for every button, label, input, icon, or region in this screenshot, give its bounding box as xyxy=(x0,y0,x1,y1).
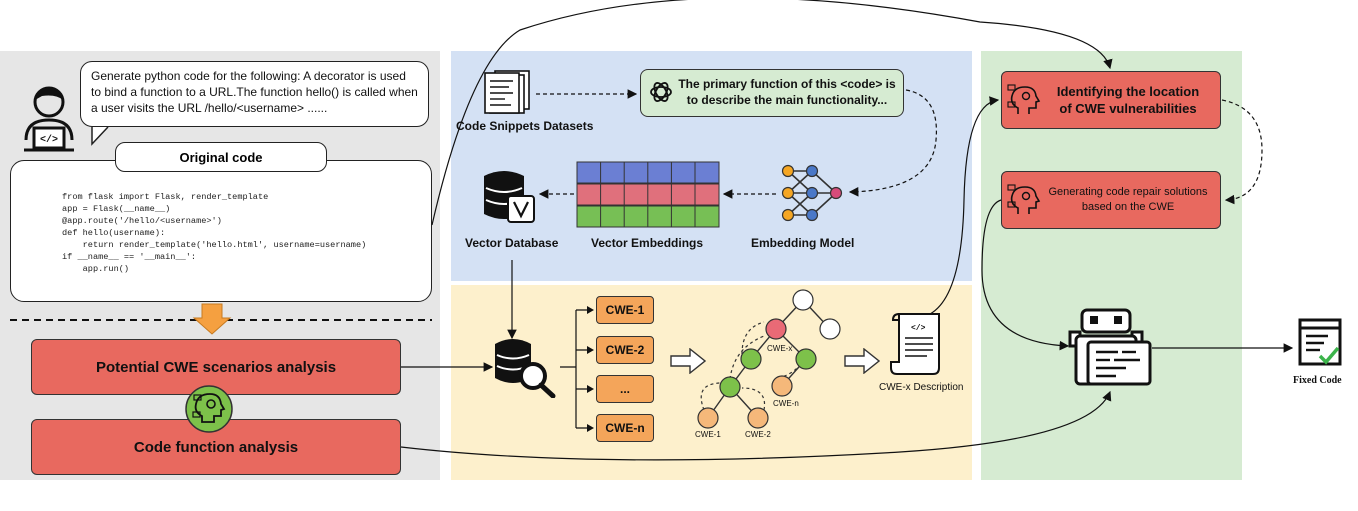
code-line: if __name__ == '__main__': xyxy=(62,252,197,262)
brain-gear-icon xyxy=(185,385,233,433)
summary-text: The primary function of this <code> is t… xyxy=(678,77,896,107)
code-snippets-icon xyxy=(484,70,530,114)
hollow-arrow-icon xyxy=(844,348,880,374)
identify-location-label: Identifying the location of CWE vulnerab… xyxy=(1056,84,1200,116)
code-line: @app.route('/hello/<username>') xyxy=(62,216,222,226)
brain-gear-icon xyxy=(1007,84,1041,114)
cwe-item-n: CWE-n xyxy=(596,414,654,442)
brain-gear-icon xyxy=(1007,184,1041,214)
code-line: return render_template('hello.html', use… xyxy=(62,240,367,250)
cwe-tree-graph xyxy=(697,289,841,429)
embeddings-label: Vector Embeddings xyxy=(591,236,704,250)
code-line: app.run() xyxy=(62,264,130,274)
cwe-item-ellipsis: ... xyxy=(596,375,654,403)
cwe-scenarios-label: Potential CWE scenarios analysis xyxy=(95,358,337,376)
vector-database-icon xyxy=(484,171,535,223)
code-line: def hello(username): xyxy=(62,228,166,238)
cwe-item-2: CWE-2 xyxy=(596,336,654,364)
tree-label-cwe-1: CWE-1 xyxy=(695,430,721,439)
svg-text:</>: </> xyxy=(911,324,926,333)
summary-box xyxy=(640,69,904,117)
prompt-bubble: Generate python code for the following: … xyxy=(80,61,429,127)
tree-label-cwe-n: CWE-n xyxy=(773,399,799,408)
cwe-scenarios-box: Potential CWE scenarios analysis xyxy=(31,339,401,395)
embeddings-grid xyxy=(576,161,720,228)
datasets-label: Code Snippets Datasets xyxy=(456,119,594,133)
developer-icon: </> xyxy=(24,86,74,152)
fixed-code-label: Fixed Code xyxy=(1293,375,1342,386)
cwe-item-label: CWE-n xyxy=(605,421,645,435)
cwe-item-label: ... xyxy=(619,382,630,396)
model-label: Embedding Model xyxy=(751,236,855,250)
tree-label-cwe-x: CWE-x xyxy=(767,344,793,353)
svg-text:</>: </> xyxy=(40,134,58,146)
cwe-description-label: CWE-x Description xyxy=(879,382,964,393)
openai-icon xyxy=(650,82,672,102)
code-function-label: Code function analysis xyxy=(133,438,299,456)
down-arrow-icon xyxy=(192,303,232,335)
hollow-arrow-icon xyxy=(670,348,706,374)
original-code-tab: Original code xyxy=(115,142,327,172)
fixed-code-icon xyxy=(1298,318,1342,366)
cwe-item-label: CWE-2 xyxy=(605,343,645,357)
original-code-title: Original code xyxy=(179,149,263,165)
vector-db-label: Vector Database xyxy=(465,236,559,250)
llm-robot-icon xyxy=(1068,308,1152,386)
database-search-icon xyxy=(495,339,556,398)
code-line: from flask import Flask, render_template xyxy=(62,192,269,202)
tree-label-cwe-2: CWE-2 xyxy=(745,430,771,439)
cwe-item-label: CWE-1 xyxy=(605,303,645,317)
cwe-description-icon: </> xyxy=(890,313,940,375)
code-line: app = Flask(__name__) xyxy=(62,204,171,214)
cwe-item-1: CWE-1 xyxy=(596,296,654,324)
embedding-model-icon xyxy=(781,164,843,222)
generate-repair-label: Generating code repair solutions based o… xyxy=(1048,186,1208,213)
